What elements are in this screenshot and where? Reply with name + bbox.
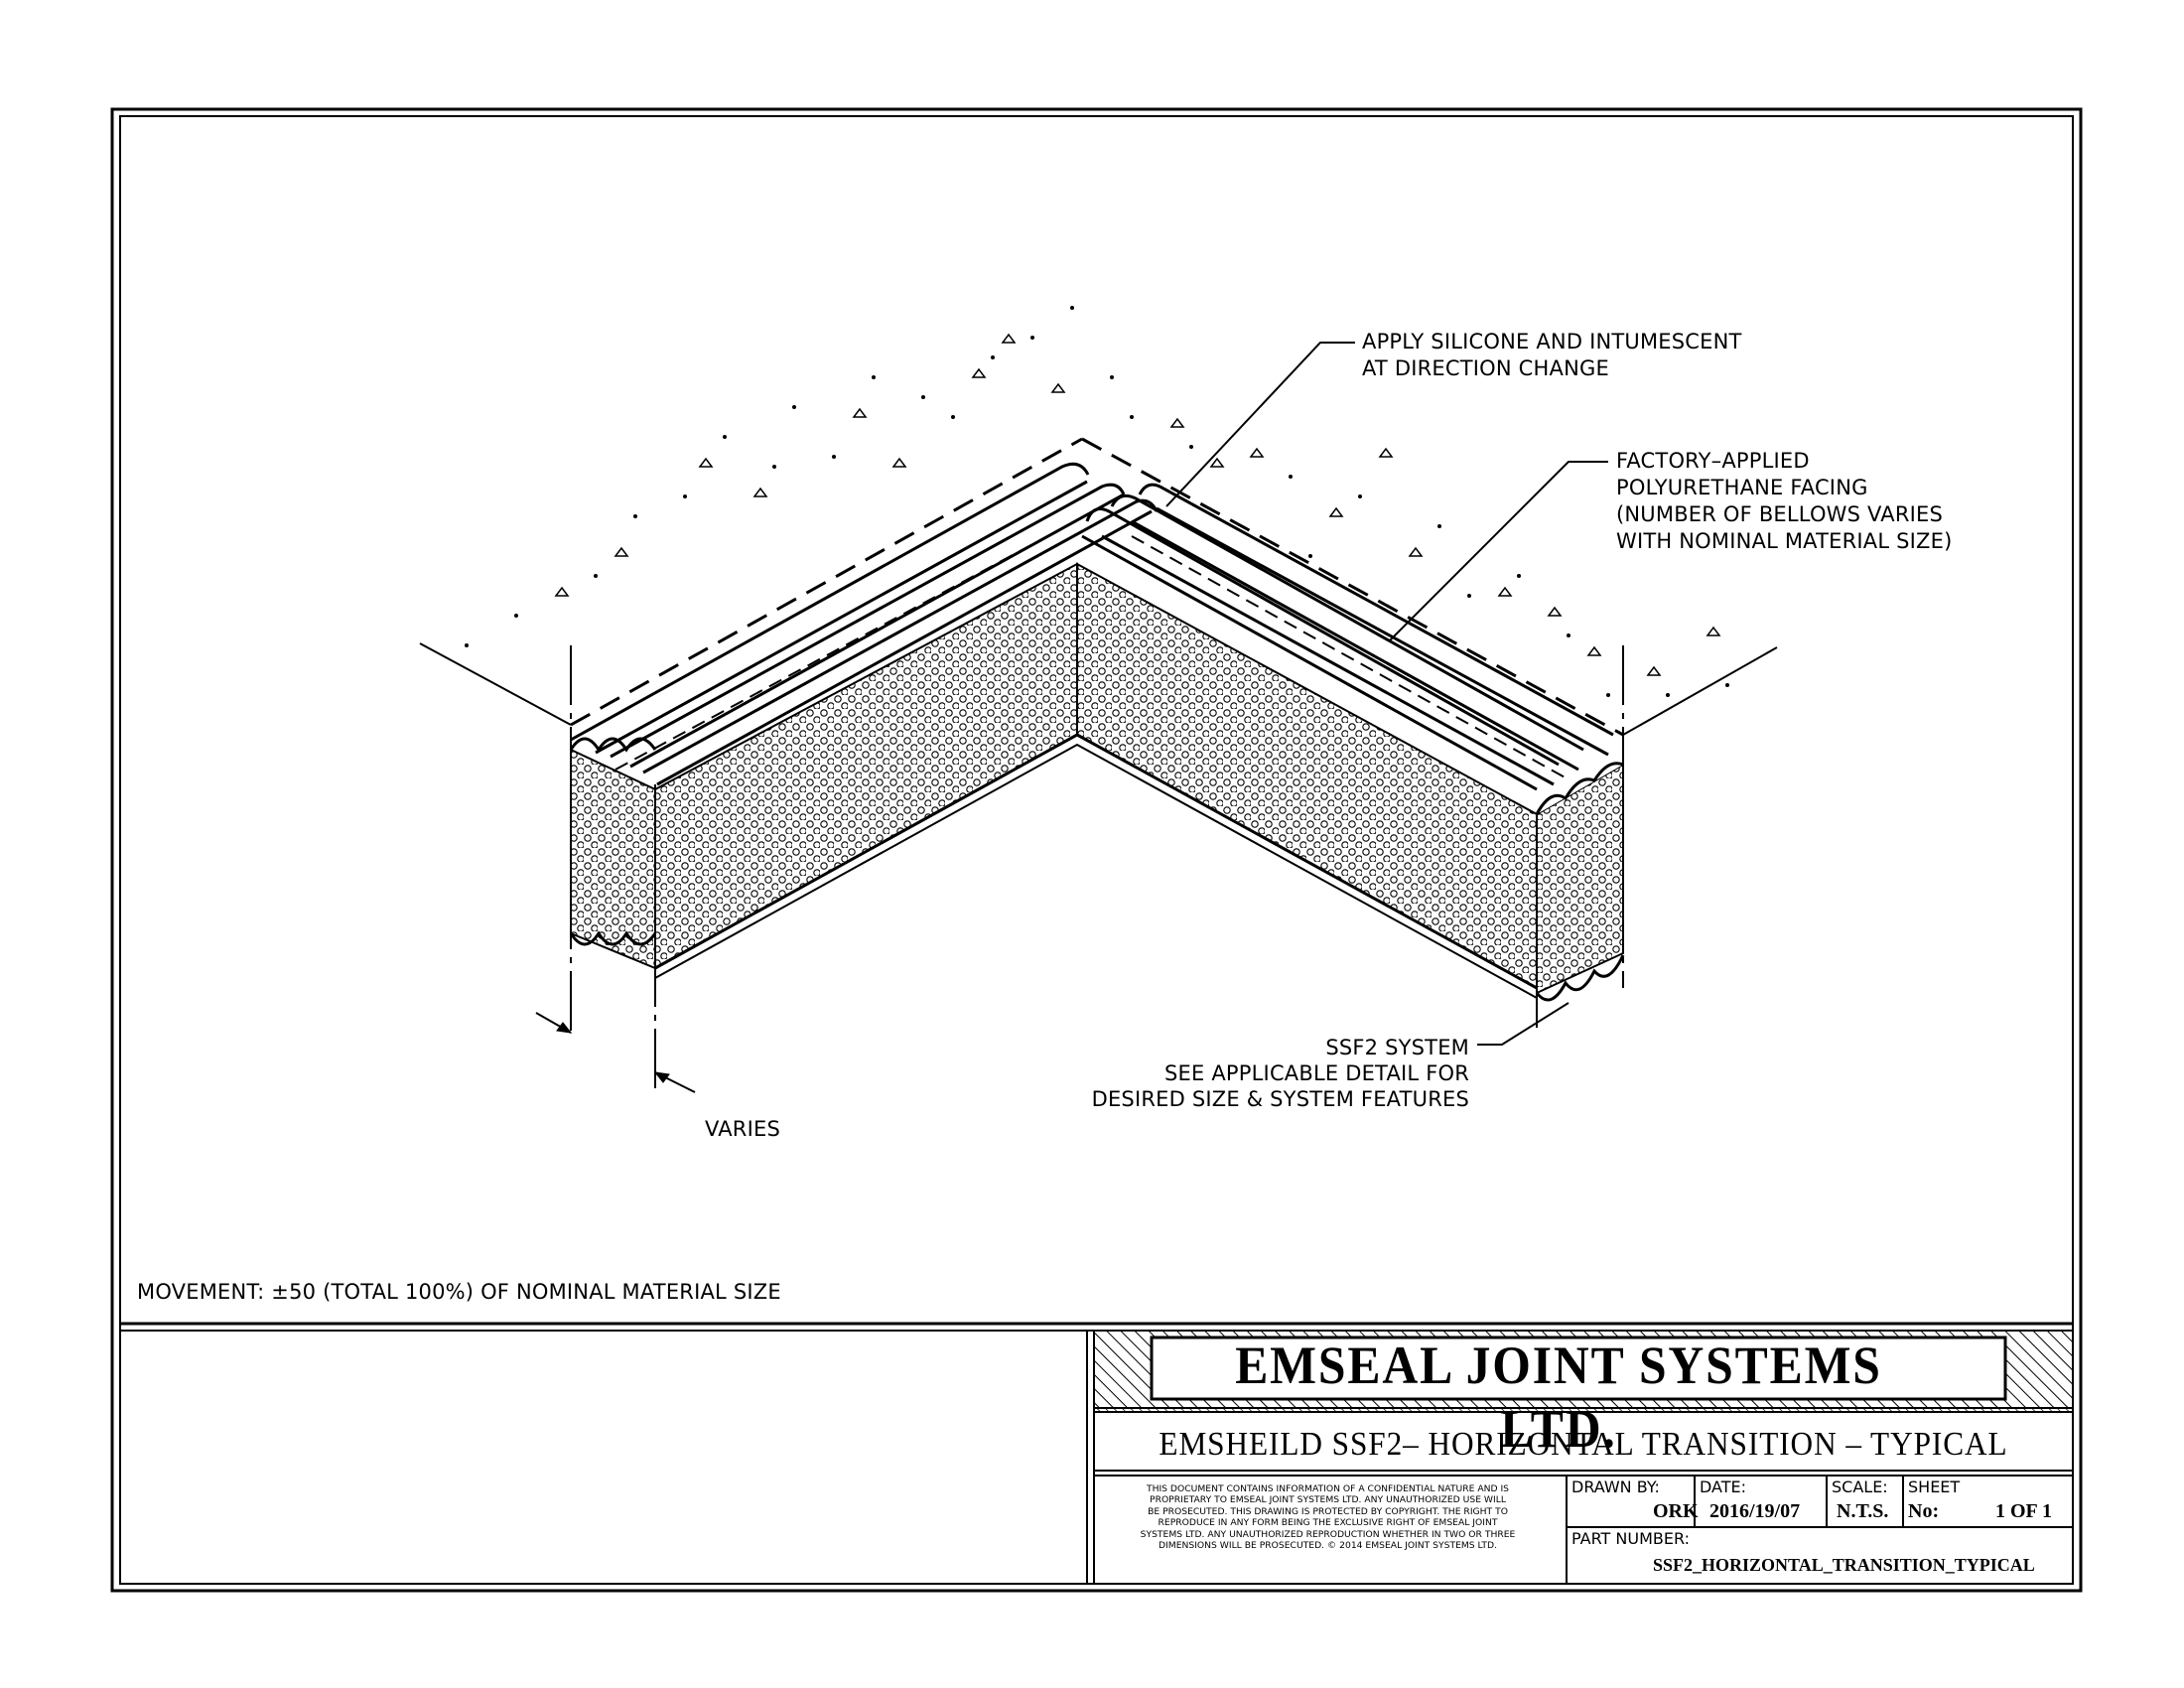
note-facing-line1: FACTORY–APPLIED xyxy=(1616,449,1810,473)
left-end-foam xyxy=(570,748,656,970)
movement-note: MOVEMENT: ±50 (TOTAL 100%) OF NOMINAL MA… xyxy=(137,1280,781,1304)
part-number-value: SSF2_HORIZONTAL_TRANSITION_TYPICAL xyxy=(1653,1555,2035,1575)
isometric-detail xyxy=(419,306,1778,1093)
leader-facing xyxy=(1389,461,1608,641)
date-value: 2016/19/07 xyxy=(1709,1500,1801,1522)
scale-value: N.T.S. xyxy=(1837,1500,1889,1522)
bellows-right xyxy=(1081,483,1614,791)
concrete-stipple xyxy=(465,306,1729,697)
leader-system xyxy=(1477,1002,1570,1046)
dimension-varies-label: VARIES xyxy=(705,1117,780,1141)
date-label: DATE: xyxy=(1700,1477,1747,1496)
confidentiality-notice: THIS DOCUMENT CONTAINS INFORMATION OF A … xyxy=(1140,1483,1516,1552)
foam-right-face xyxy=(1076,562,1538,990)
note-silicone-line2: AT DIRECTION CHANGE xyxy=(1362,356,1609,380)
outer-border xyxy=(110,107,2083,1593)
note-facing-line2: POLYURETHANE FACING xyxy=(1616,476,1868,499)
note-system-line2: SEE APPLICABLE DETAIL FOR xyxy=(1164,1061,1469,1085)
inner-border xyxy=(119,115,2074,1585)
bellows-left xyxy=(570,462,1159,786)
leader-silicone xyxy=(1165,342,1355,507)
drawing-title: EMSHEILD SSF2– HORIZONTAL TRANSITION – T… xyxy=(1159,1426,2008,1463)
note-system-line1: SSF2 SYSTEM xyxy=(1325,1036,1469,1059)
note-facing-line3: (NUMBER OF BELLOWS VARIES xyxy=(1616,502,1944,526)
foam-left-face xyxy=(654,562,1078,970)
sheet-no-label: No: xyxy=(1908,1500,1940,1522)
title-block xyxy=(1093,1330,2074,1584)
note-silicone-line1: APPLY SILICONE AND INTUMESCENT xyxy=(1362,330,1742,353)
note-facing-line4: WITH NOMINAL MATERIAL SIZE) xyxy=(1616,529,1953,553)
drawn-by-label: DRAWN BY: xyxy=(1571,1477,1660,1496)
sheet-label: SHEET xyxy=(1908,1477,1961,1496)
sheet-value: 1 OF 1 xyxy=(1995,1500,2053,1522)
part-number-label: PART NUMBER: xyxy=(1571,1529,1690,1548)
scale-label: SCALE: xyxy=(1832,1477,1888,1496)
drawn-by-value: ORK xyxy=(1653,1500,1699,1522)
note-system-line3: DESIRED SIZE & SYSTEM FEATURES xyxy=(1091,1087,1469,1111)
company-name: EMSEAL JOINT SYSTEMS LTD. xyxy=(1235,1336,1882,1459)
